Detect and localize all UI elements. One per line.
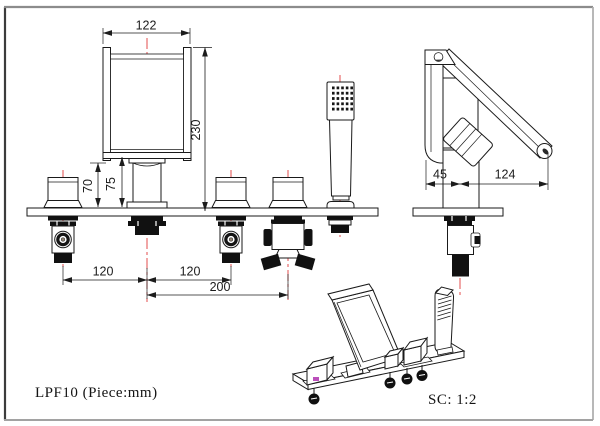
dim-height-75: 75 bbox=[104, 156, 125, 208]
dim-text-120a: 120 bbox=[93, 265, 114, 279]
dim-text-230: 230 bbox=[189, 120, 203, 141]
dim-spout-width: 122 bbox=[102, 19, 191, 44]
dim-depth-45: 45 bbox=[425, 160, 461, 190]
dim-text-124: 124 bbox=[495, 168, 516, 182]
iso-hand-shower bbox=[434, 286, 455, 356]
iso-valves bbox=[308, 365, 428, 405]
iso-handle-right bbox=[399, 336, 433, 368]
deck-plate bbox=[26, 207, 379, 217]
handle-right bbox=[211, 177, 251, 208]
side-spout-profile bbox=[424, 48, 553, 209]
dim-height-70: 70 bbox=[81, 162, 106, 208]
dim-text-75: 75 bbox=[104, 177, 118, 191]
diverter-handle bbox=[268, 177, 308, 208]
side-view: 45 124 bbox=[412, 48, 553, 298]
dim-spacing-left: 120 bbox=[62, 265, 148, 299]
shower-spray-dots bbox=[332, 86, 353, 111]
iso-diverter bbox=[383, 346, 405, 370]
valve-right bbox=[214, 214, 248, 265]
front-view: 122 230 70 75 120 12 bbox=[26, 19, 379, 302]
dim-spacing-right: 120 bbox=[146, 265, 232, 285]
diverter-valve bbox=[260, 215, 316, 271]
hand-shower bbox=[326, 81, 355, 233]
dim-total-height: 230 bbox=[189, 47, 212, 212]
shower-connector bbox=[327, 216, 353, 233]
iso-spout bbox=[327, 283, 402, 379]
border-frame bbox=[3, 5, 594, 421]
isometric-view bbox=[291, 283, 466, 405]
dim-text-200: 200 bbox=[210, 280, 231, 294]
dim-text-45: 45 bbox=[433, 168, 447, 182]
scale-label: SC: 1:2 bbox=[428, 392, 477, 408]
dim-spacing-total: 200 bbox=[146, 274, 289, 299]
dim-reach-124: 124 bbox=[459, 153, 549, 190]
side-valve bbox=[444, 216, 481, 277]
spout-assembly bbox=[102, 47, 192, 235]
dim-text-120b: 120 bbox=[180, 265, 201, 279]
iso-handle-left bbox=[302, 355, 336, 386]
side-deck-plate bbox=[412, 207, 504, 217]
valve-left bbox=[46, 214, 80, 265]
handle-left bbox=[43, 177, 83, 208]
dim-text-122: 122 bbox=[136, 19, 157, 33]
dim-text-70: 70 bbox=[81, 179, 95, 193]
model-label: LPF10 (Piece:mm) bbox=[35, 385, 158, 401]
